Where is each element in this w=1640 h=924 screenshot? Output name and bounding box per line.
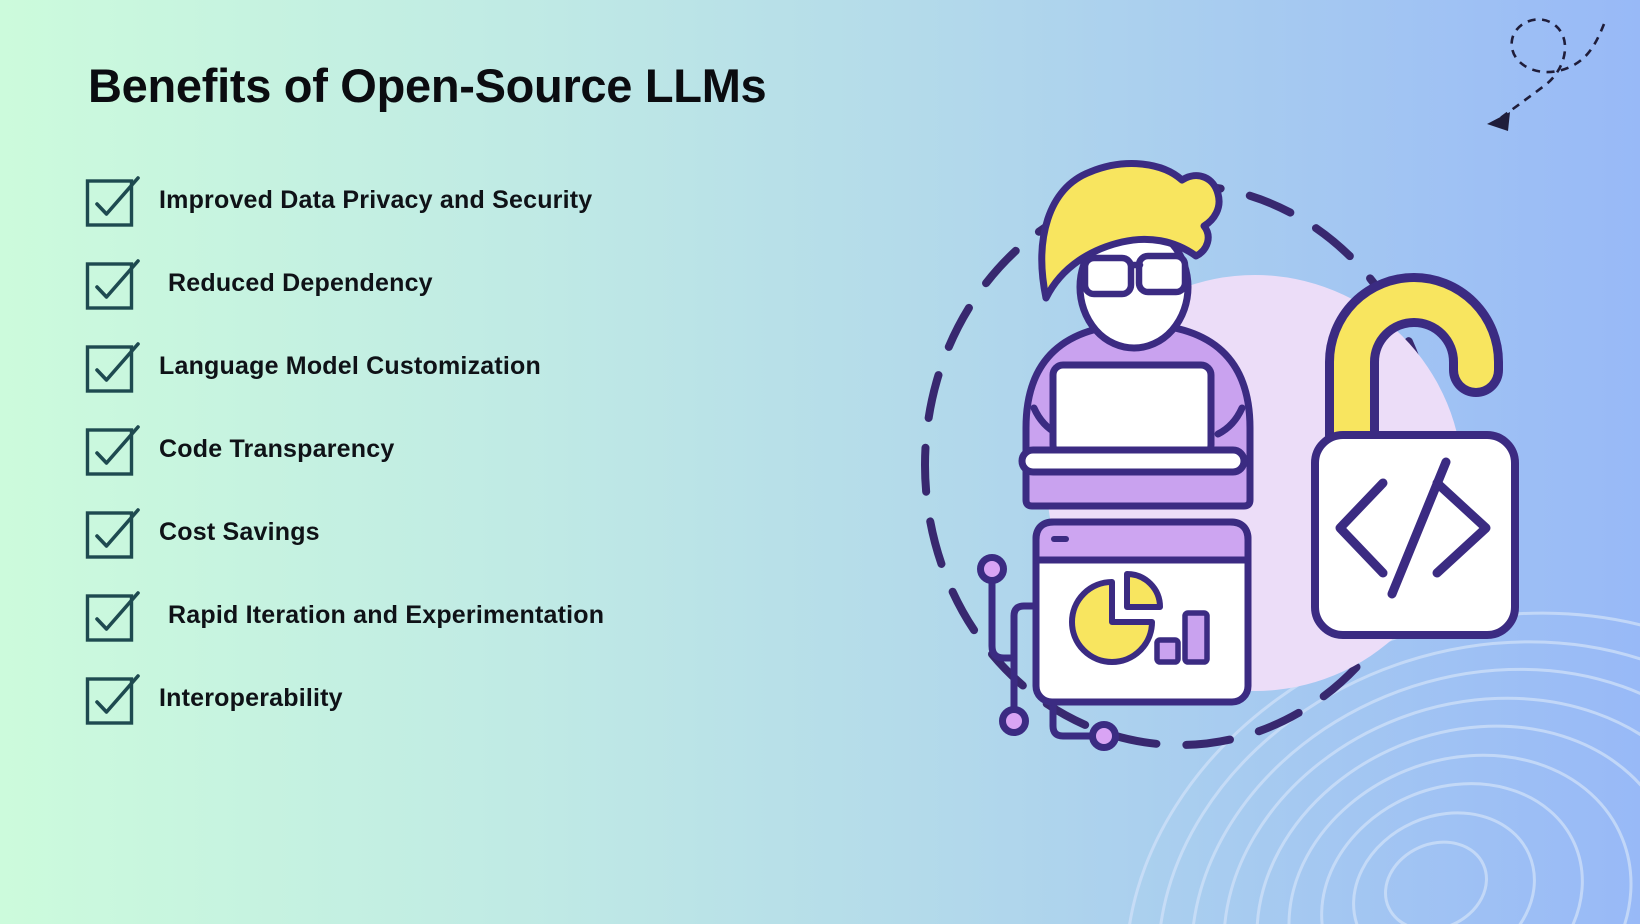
benefits-checklist: Improved Data Privacy and Security Reduc… [85,173,604,725]
person-at-laptop-illustration [1018,160,1254,510]
checklist-item: Reduced Dependency [85,256,604,310]
bar-chart-icon [1154,610,1210,665]
laptop-icon [1018,361,1248,476]
analytics-window-icon [1032,518,1252,706]
window-minimize-dash [1051,536,1069,542]
checkbox-checked-icon [85,259,140,310]
checklist-item-label: Reduced Dependency [168,268,433,297]
checklist-item: Cost Savings [85,505,604,559]
checklist-item-label: Rapid Iteration and Experimentation [168,600,605,629]
checkbox-checked-icon [85,591,140,642]
checkbox-checked-icon [85,342,140,393]
page-title: Benefits of Open-Source LLMs [88,59,767,112]
checklist-item: Interoperability [85,671,604,725]
checklist-item: Rapid Iteration and Experimentation [85,588,604,642]
hair [1038,160,1223,302]
checklist-item-label: Language Model Customization [159,351,541,380]
squiggle-arrow-decoration [1487,18,1606,131]
pie-chart-icon [1069,571,1163,665]
checkbox-checked-icon [85,674,140,725]
checklist-item: Language Model Customization [85,339,604,393]
checklist-item: Improved Data Privacy and Security [85,173,604,227]
checkbox-checked-icon [85,508,140,559]
open-padlock-icon [1311,273,1519,639]
code-brackets-icon [1335,457,1491,599]
checklist-item-label: Interoperability [159,683,343,712]
checkbox-checked-icon [85,425,140,476]
glasses-icon [1081,252,1189,298]
checklist-item-label: Cost Savings [159,517,320,546]
checkbox-checked-icon [85,176,140,227]
checklist-item: Code Transparency [85,422,604,476]
checklist-item-label: Improved Data Privacy and Security [159,185,593,214]
checklist-item-label: Code Transparency [159,434,395,463]
circuit-nodes-decoration [977,554,1119,751]
